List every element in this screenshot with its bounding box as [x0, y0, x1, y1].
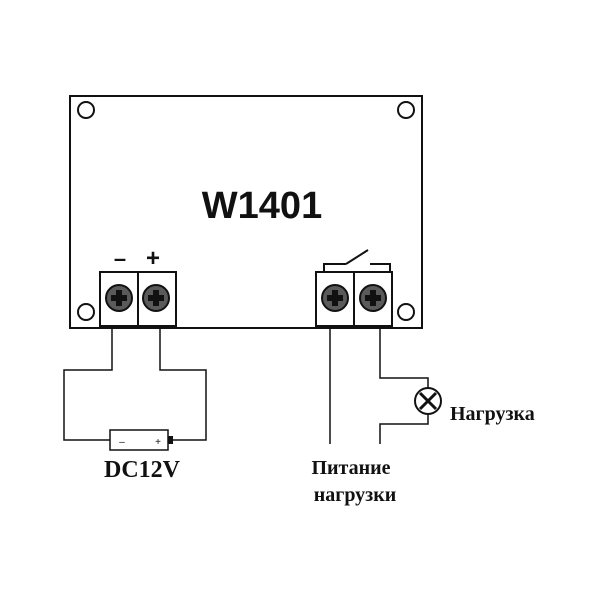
- power-wires: [63, 326, 207, 441]
- board-title: W1401: [202, 185, 322, 227]
- load-power-label-line1: Питание: [311, 457, 390, 479]
- power-terminal-block: [99, 271, 177, 327]
- mounting-hole-bottom-right: [397, 303, 415, 321]
- battery-minus-label: –: [119, 437, 125, 448]
- screw-icon: [359, 284, 387, 312]
- screw-icon: [321, 284, 349, 312]
- load-lamp-icon: [414, 387, 442, 415]
- screw-icon: [142, 284, 170, 312]
- battery-icon: [109, 429, 173, 451]
- screw-icon: [105, 284, 133, 312]
- power-plus-label: +: [146, 245, 160, 272]
- load-power-label-line2: нагрузки: [314, 484, 397, 506]
- battery-voltage-label: DC12V: [104, 457, 181, 483]
- mounting-hole-bottom-left: [77, 303, 95, 321]
- battery-plus-label: +: [155, 437, 161, 448]
- relay-terminal-block: [315, 271, 393, 327]
- power-minus-label: –: [114, 246, 126, 271]
- mounting-hole-top-right: [397, 101, 415, 119]
- mounting-hole-top-left: [77, 101, 95, 119]
- load-wires: [329, 326, 429, 444]
- relay-switch-icon: [323, 249, 391, 272]
- load-label: Нагрузка: [450, 403, 535, 425]
